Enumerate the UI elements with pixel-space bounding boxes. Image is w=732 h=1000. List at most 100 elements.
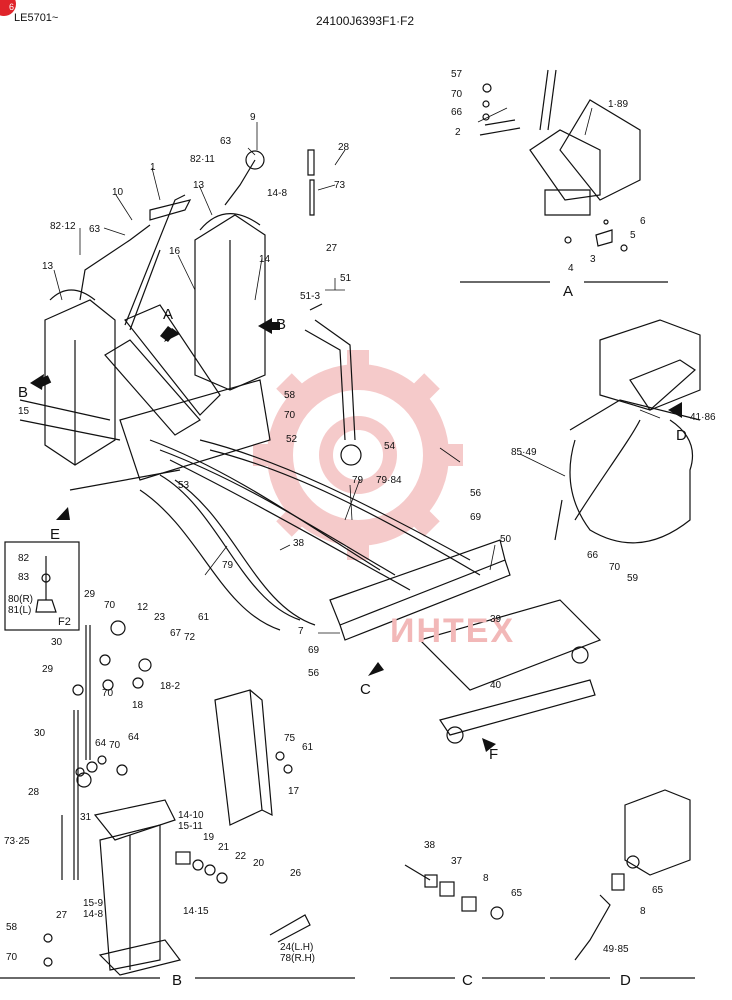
callout-13-right: 13: [193, 180, 205, 191]
callout-b-31: 31: [80, 812, 92, 823]
section-label-c: C: [462, 972, 473, 989]
callout-69-lower: 69: [308, 645, 320, 656]
callout-54: 54: [384, 441, 396, 452]
callout-a-70: 70: [451, 89, 463, 100]
callout-d-49-85: 49·85: [603, 944, 629, 955]
callout-b-27: 27: [56, 910, 68, 921]
callout-b-24: 24(L.H): [280, 942, 314, 953]
drawing-number: 24100J6393F1·F2: [316, 14, 415, 28]
callout-51-3: 51-3: [300, 291, 321, 302]
callout-b-64-left: 64: [95, 738, 107, 749]
callout-1: 1: [150, 162, 156, 173]
callout-b-29-mid: 29: [42, 664, 54, 675]
callout-70-right: 70: [609, 562, 621, 573]
callout-a-6: 6: [640, 216, 646, 227]
callout-82-12: 82·12: [50, 221, 76, 232]
main-pedals: [104, 194, 221, 436]
callout-c-65: 65: [511, 888, 523, 899]
callout-79-84: 79·84: [376, 475, 402, 486]
callout-b-30-top: 30: [51, 637, 63, 648]
callout-b-20: 20: [253, 858, 265, 869]
callout-b-15-11: 15-11: [178, 821, 203, 832]
view-marker-b-left: B: [18, 384, 29, 401]
callout-73: 73: [334, 180, 346, 191]
view-marker-c: C: [360, 681, 371, 698]
callout-a-5: 5: [630, 230, 636, 241]
callout-79-lower: 79: [222, 560, 234, 571]
callout-b-14-10: 14-10: [178, 810, 204, 821]
callout-16: 16: [169, 246, 181, 257]
callout-56-upper: 56: [470, 488, 482, 499]
callout-63-left: 63: [89, 224, 101, 235]
callout-b-22: 22: [235, 851, 247, 862]
inset-title: F2: [58, 616, 71, 628]
callout-39: 39: [490, 614, 502, 625]
callout-b-15-9: 15-9: [83, 898, 104, 909]
callout-b-73-25: 73·25: [4, 836, 30, 847]
callout-b-23: 23: [154, 612, 166, 623]
valve-housing: [418, 319, 701, 744]
callout-80: 80(R): [8, 594, 34, 605]
callout-b-19: 19: [203, 832, 215, 843]
callout-14: 14: [259, 254, 271, 265]
view-marker-e: E: [50, 526, 61, 543]
callout-a-2: 2: [455, 127, 461, 138]
callout-c-37: 37: [451, 856, 463, 867]
callout-b-30-mid: 30: [34, 728, 46, 739]
callout-b-17: 17: [288, 786, 300, 797]
callout-b-61-top: 61: [198, 612, 210, 623]
callout-b-75: 75: [284, 733, 296, 744]
callout-b-58: 58: [6, 922, 18, 933]
callout-82-11: 82·11: [190, 154, 215, 165]
callout-41-86: 41·86: [690, 412, 716, 423]
callout-b-29-top: 29: [84, 589, 96, 600]
callout-b-18-2: 18-2: [160, 681, 181, 692]
callout-b-61-mid: 61: [302, 742, 314, 753]
callout-7: 7: [298, 626, 304, 637]
callout-a-1-89: 1·89: [608, 99, 629, 110]
view-marker-f: F: [489, 746, 499, 763]
callout-63-top: 63: [220, 136, 232, 147]
callout-b-28: 28: [28, 787, 40, 798]
callout-b-12: 12: [137, 602, 149, 613]
callout-53: 53: [178, 480, 190, 491]
callout-83-inset: 83: [18, 572, 30, 583]
callout-69-upper: 69: [470, 512, 482, 523]
leader-lines: [53, 107, 661, 634]
callout-82-inset: 82: [18, 553, 30, 564]
callout-38-main: 38: [293, 538, 305, 549]
callout-b-67: 67: [170, 628, 182, 639]
callout-9: 9: [250, 112, 256, 123]
callout-a-57: 57: [451, 69, 463, 80]
callout-40: 40: [490, 680, 502, 691]
callout-a-66: 66: [451, 107, 463, 118]
callout-a-4: 4: [568, 263, 574, 274]
page-badge: 6: [0, 0, 16, 16]
callout-51: 51: [340, 273, 352, 284]
view-marker-d: D: [676, 427, 687, 444]
section-label-d: D: [620, 972, 631, 989]
callout-13-left: 13: [42, 261, 54, 272]
callout-10: 10: [112, 187, 124, 198]
callout-b-70-mid: 70: [102, 688, 114, 699]
view-arrows: [30, 318, 682, 752]
callout-b-26: 26: [290, 868, 302, 879]
callout-27: 27: [326, 243, 338, 254]
callout-56-lower: 56: [308, 668, 320, 679]
callout-b-70-bottom: 70: [6, 952, 18, 963]
callout-79-upper: 79: [352, 475, 364, 486]
callout-b-18: 18: [132, 700, 144, 711]
callout-c-38: 38: [424, 840, 436, 851]
base-frame: [19, 149, 362, 491]
section-c-parts: [390, 864, 545, 979]
section-b-parts: [0, 620, 355, 979]
callout-d-65: 65: [652, 885, 664, 896]
callout-14-8: 14-8: [267, 188, 288, 199]
callout-b-14-8: 14-8: [83, 909, 104, 920]
callout-50: 50: [500, 534, 512, 545]
callout-52: 52: [286, 434, 298, 445]
callout-81: 81(L): [8, 605, 32, 616]
callout-28: 28: [338, 142, 350, 153]
view-marker-b-right: B: [276, 316, 287, 333]
